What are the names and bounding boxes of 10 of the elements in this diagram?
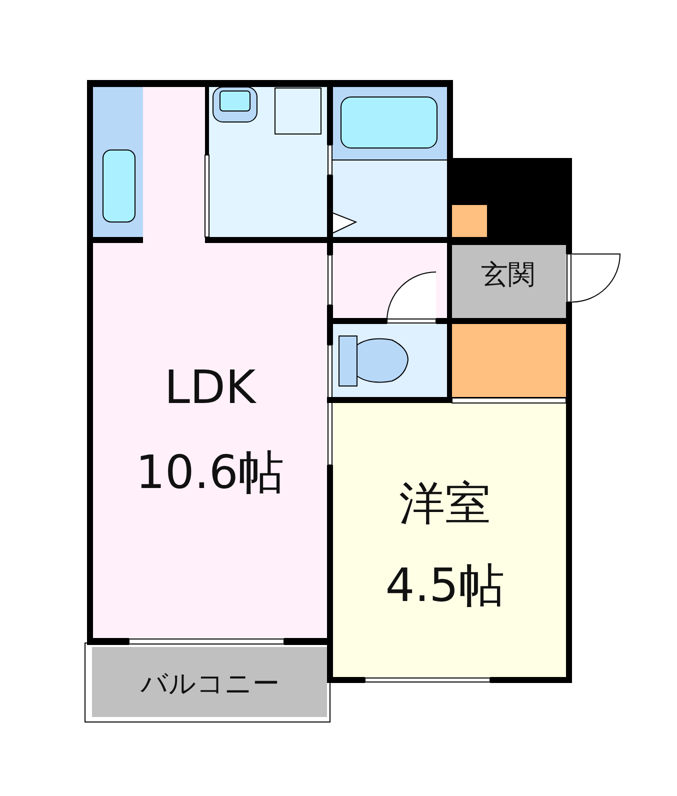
room-name: バルコニー (140, 670, 280, 698)
room-name: LDK (164, 364, 256, 410)
room-area (93, 242, 327, 638)
room-size: 10.6帖 (136, 449, 284, 495)
room-size: 4.5帖 (385, 562, 505, 608)
balcony-area (92, 647, 327, 717)
room-name: 玄関 (481, 262, 535, 288)
room-area (333, 403, 566, 678)
room-name: 洋室 (399, 480, 491, 526)
room-area (452, 245, 566, 318)
